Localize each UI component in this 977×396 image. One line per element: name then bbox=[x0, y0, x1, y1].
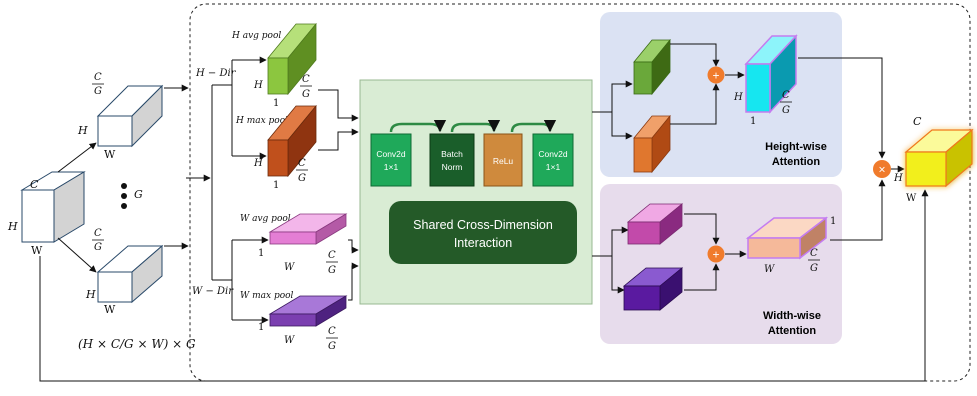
group-cube-bottom bbox=[96, 244, 164, 304]
shared-connector-3 bbox=[510, 119, 557, 133]
conv2d-1-line2: 1×1 bbox=[384, 162, 399, 172]
input-cube bbox=[20, 171, 86, 243]
h-max-one: 1 bbox=[273, 180, 279, 191]
height-output-c: C bbox=[782, 90, 790, 101]
group-count-g: G bbox=[134, 188, 143, 201]
input-w-label: W bbox=[31, 244, 43, 257]
width-output-one: 1 bbox=[830, 216, 836, 227]
w-max-c: C bbox=[328, 326, 336, 337]
width-attention-label-1: Width-wise bbox=[763, 310, 821, 322]
group-cube-top bbox=[96, 84, 164, 148]
group-bottom-c: C bbox=[94, 228, 102, 239]
w-avg-w: W bbox=[284, 262, 295, 273]
multiply-circle bbox=[873, 160, 891, 178]
width-add-symbol: + bbox=[712, 248, 719, 262]
width-output-g: G bbox=[810, 263, 818, 274]
conv2d-block-1 bbox=[370, 133, 412, 187]
height-branch-orange-block bbox=[633, 114, 671, 174]
multiply-symbol: × bbox=[878, 163, 885, 177]
h-max-g: G bbox=[298, 173, 306, 184]
height-add-symbol: + bbox=[712, 69, 719, 83]
input-c-label: C bbox=[30, 178, 39, 191]
shared-connector-1 bbox=[389, 119, 447, 133]
width-attention-label-2: Attention bbox=[768, 325, 817, 337]
h-max-pool-block bbox=[267, 104, 317, 178]
relu-block bbox=[483, 133, 523, 187]
group-dot-1 bbox=[121, 183, 127, 189]
group-top-g: G bbox=[94, 86, 102, 97]
height-dir-label: H − Dir bbox=[195, 68, 237, 79]
group-top-h: H bbox=[77, 124, 88, 137]
h-avg-g: G bbox=[302, 89, 310, 100]
input-h-label: H bbox=[7, 220, 18, 233]
h-avg-pool-title: H avg pool bbox=[231, 31, 281, 41]
batchnorm-line2: Norm bbox=[442, 162, 463, 172]
h-max-c: C bbox=[298, 158, 306, 169]
w-avg-one: 1 bbox=[258, 248, 264, 259]
conv2d-2-line1: Conv2d bbox=[538, 149, 568, 159]
shared-interaction-box bbox=[389, 201, 577, 264]
w-avg-pool-block bbox=[268, 213, 348, 245]
shared-title-line2: Interaction bbox=[454, 236, 512, 250]
final-output-cube bbox=[904, 128, 974, 188]
h-max-h: H bbox=[253, 158, 263, 169]
h-avg-one: 1 bbox=[273, 98, 279, 109]
width-branch-pink-block bbox=[626, 203, 684, 245]
final-output-h: H bbox=[893, 173, 903, 184]
width-output-c: C bbox=[810, 248, 818, 259]
w-max-pool-block bbox=[268, 295, 348, 327]
group-bottom-w: W bbox=[104, 303, 116, 316]
height-output-h: H bbox=[733, 92, 743, 103]
conv2d-block-2 bbox=[532, 133, 574, 187]
group-dot-3 bbox=[121, 203, 127, 209]
w-max-g: G bbox=[328, 341, 336, 352]
w-avg-pool-title: W avg pool bbox=[240, 214, 291, 224]
final-output-c: C bbox=[913, 115, 922, 128]
height-attention-output-block bbox=[744, 34, 798, 114]
w-avg-c: C bbox=[328, 250, 336, 261]
width-branch-purple-block bbox=[622, 267, 684, 311]
width-add-circle bbox=[707, 245, 725, 263]
group-top-w: W bbox=[104, 148, 116, 161]
group-bottom-h: H bbox=[85, 288, 96, 301]
w-max-w: W bbox=[284, 335, 295, 346]
h-avg-h: H bbox=[253, 80, 263, 91]
height-branch-green-block bbox=[633, 38, 671, 96]
width-output-w: W bbox=[764, 264, 775, 275]
w-max-one: 1 bbox=[258, 322, 264, 333]
batchnorm-line1: Batch bbox=[441, 149, 463, 159]
w-max-pool-title: W max pool bbox=[240, 291, 294, 301]
height-attention-label-2: Attention bbox=[772, 156, 821, 168]
height-output-one: 1 bbox=[750, 116, 756, 127]
shared-title-line1: Shared Cross-Dimension bbox=[413, 218, 553, 232]
h-avg-c: C bbox=[302, 74, 310, 85]
height-attention-label-1: Height-wise bbox=[765, 141, 827, 153]
height-add-circle bbox=[707, 66, 725, 84]
batchnorm-block bbox=[429, 133, 475, 187]
w-avg-g: G bbox=[328, 265, 336, 276]
relu-label: ReLu bbox=[493, 156, 514, 166]
conv2d-2-line2: 1×1 bbox=[546, 162, 561, 172]
conv2d-1-line1: Conv2d bbox=[376, 149, 406, 159]
input-shape-formula: (H × C/G × W) × G bbox=[78, 337, 196, 351]
final-output-w: W bbox=[906, 193, 917, 204]
shared-interaction-panel bbox=[359, 79, 593, 305]
h-avg-pool-block bbox=[267, 22, 317, 96]
module-boundary bbox=[189, 3, 971, 382]
width-attention-output-block bbox=[745, 216, 829, 260]
group-top-c: C bbox=[94, 72, 102, 83]
shared-connector-2 bbox=[450, 119, 501, 133]
width-dir-label: W − Dir bbox=[192, 286, 234, 297]
residual-connection bbox=[39, 189, 929, 382]
height-output-g: G bbox=[782, 105, 790, 116]
group-dot-2 bbox=[121, 193, 127, 199]
h-max-pool-title: H max pool bbox=[235, 116, 288, 126]
group-bottom-g: G bbox=[94, 242, 102, 253]
